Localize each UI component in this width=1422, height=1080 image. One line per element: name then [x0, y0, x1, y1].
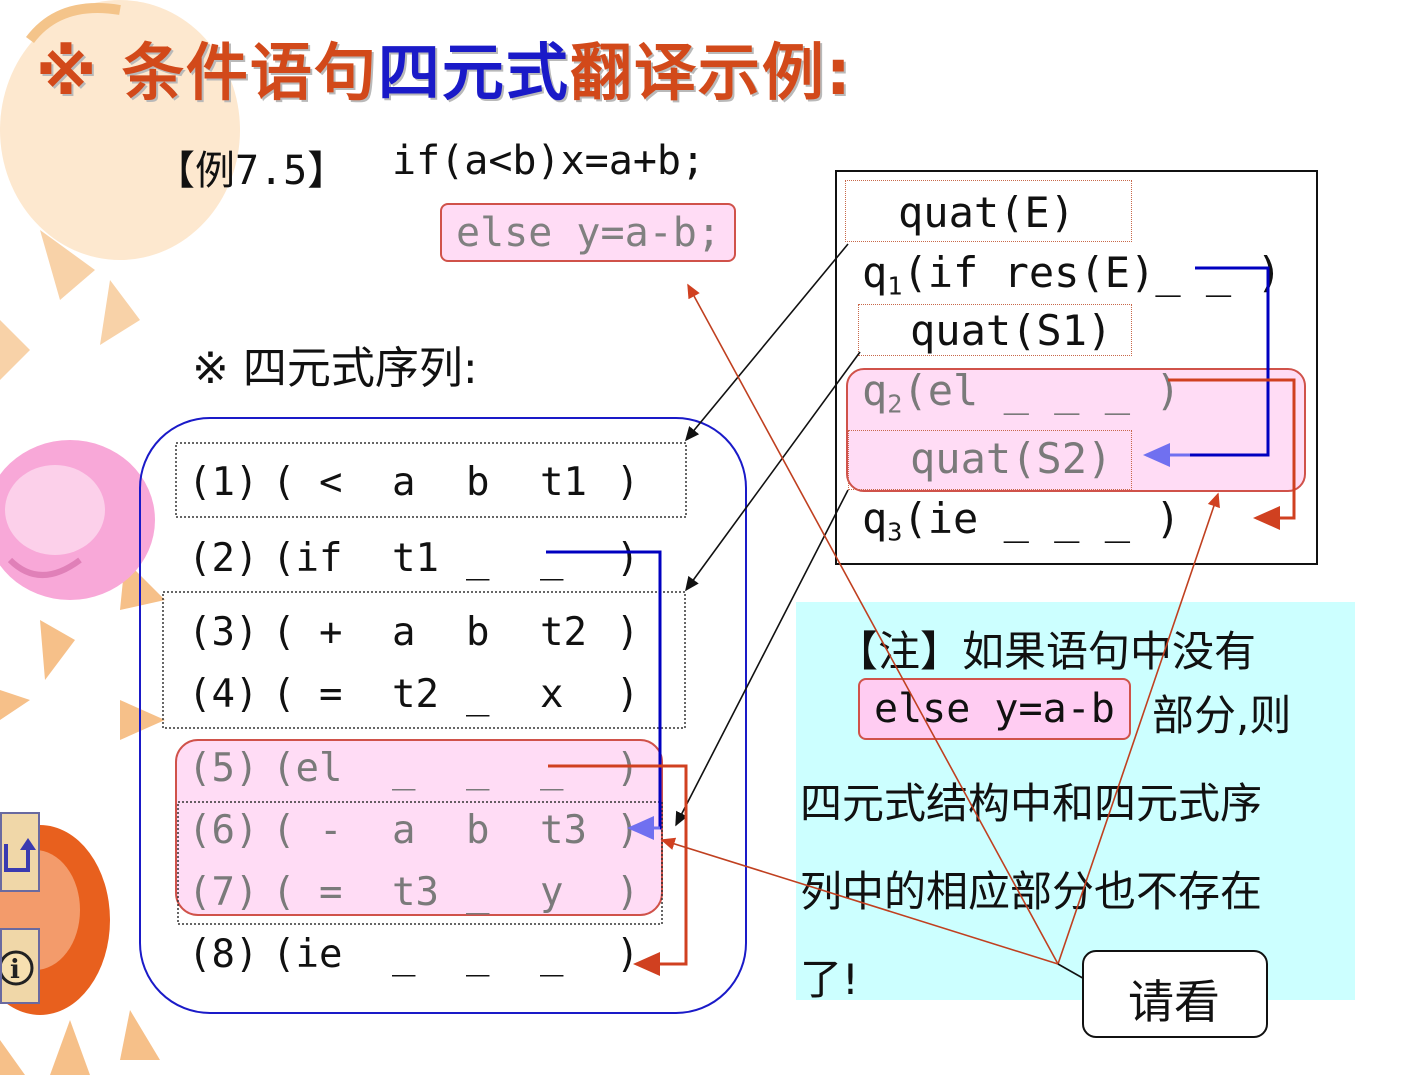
quad-arg2: _ [466, 932, 490, 977]
quad-op: (el [272, 746, 343, 791]
struct-q1: q1(if res(E)_ _ ) [862, 248, 1282, 301]
quad-arg2: _ [466, 870, 490, 915]
quad-result: _ [540, 536, 564, 581]
quad-result: y [540, 870, 564, 915]
quad-op: (if [272, 536, 343, 581]
quad-arg2: _ [466, 672, 490, 717]
quad-close: ) [616, 746, 640, 791]
title-highlight: 四元式 [377, 36, 570, 109]
q2-symbol: q [862, 366, 888, 415]
note-line-4: 列中的相应部分也不存在 [800, 867, 1263, 916]
quad-op: ( < [272, 460, 343, 505]
quad-result: t3 [540, 808, 587, 853]
balloon-pink [0, 440, 155, 600]
quad-close: ) [616, 932, 640, 977]
quad-result: x [540, 672, 564, 717]
quad-arg2: b [466, 808, 490, 853]
q1-symbol: q [862, 248, 888, 297]
quad-num: (4) [188, 672, 259, 717]
quad-num: (2) [188, 536, 259, 581]
quad-arg1: a [392, 460, 416, 505]
quad-arg1: t2 [392, 672, 439, 717]
example-code-else: else y=a-b; [456, 210, 721, 256]
info-icon: i [0, 950, 34, 986]
note-line-1: 【注】如果语句中没有 [836, 627, 1257, 676]
q3-fields: (ie _ _ _ ) [902, 494, 1181, 543]
quad-op: ( = [272, 672, 343, 717]
note-else-code: else y=a-b [874, 686, 1115, 732]
page-title: ※ 条件语句四元式翻译示例: [36, 22, 853, 112]
info-button[interactable]: i [0, 928, 40, 1004]
quad-arg1: a [392, 610, 416, 655]
struct-quat-s1: quat(S1) [910, 306, 1113, 355]
note-line-5: 了! [800, 955, 859, 1004]
quad-op: ( - [272, 808, 343, 853]
quad-num: (6) [188, 808, 259, 853]
quad-num: (8) [188, 932, 259, 977]
quad-op: (ie [272, 932, 343, 977]
note-line-2: 部分,则 [1152, 691, 1292, 740]
q3-subscript: 3 [887, 517, 903, 547]
struct-q2: q2(el _ _ _ ) [862, 366, 1181, 419]
note-line-3: 四元式结构中和四元式序 [800, 779, 1263, 828]
quad-num: (3) [188, 610, 259, 655]
return-button[interactable] [0, 812, 40, 892]
quad-close: ) [616, 672, 640, 717]
struct-quat-e: quat(E) [898, 188, 1076, 237]
quad-arg1: a [392, 808, 416, 853]
quad-arg1: _ [392, 746, 416, 791]
quad-num: (5) [188, 746, 259, 791]
quad-num: (1) [188, 460, 259, 505]
q3-symbol: q [862, 494, 888, 543]
see-callout-label: 请看 [1128, 975, 1220, 1029]
quad-arg2: _ [466, 746, 490, 791]
balloon-top [0, 0, 240, 380]
quad-result: _ [540, 932, 564, 977]
q1-fields: (if res(E)_ _ ) [902, 248, 1282, 297]
quad-num: (7) [188, 870, 259, 915]
quad-arg1: _ [392, 932, 416, 977]
quad-arg2: b [466, 460, 490, 505]
struct-q3: q3(ie _ _ _ ) [862, 494, 1181, 547]
title-suffix: 翻译示例: [569, 36, 853, 109]
svg-text:i: i [10, 955, 20, 985]
example-label: 【例7.5】 [155, 148, 348, 194]
quad-arg1: t1 [392, 536, 439, 581]
sun-rays [0, 560, 165, 1075]
quad-result: t1 [540, 460, 587, 505]
q2-fields: (el _ _ _ ) [902, 366, 1181, 415]
quad-result: t2 [540, 610, 587, 655]
quad-arg2: b [466, 610, 490, 655]
return-icon [4, 838, 36, 872]
quad-arg1: t3 [392, 870, 439, 915]
quad-close: ) [616, 808, 640, 853]
quad-close: ) [616, 460, 640, 505]
quad-result: _ [540, 746, 564, 791]
struct-quat-s2: quat(S2) [910, 434, 1113, 483]
quad-op: ( = [272, 870, 343, 915]
see-callout[interactable] [1082, 950, 1268, 1038]
quad-close: ) [616, 610, 640, 655]
quad-close: ) [616, 870, 640, 915]
quad-arg2: _ [466, 536, 490, 581]
q2-subscript: 2 [887, 389, 903, 419]
quad-op: ( + [272, 610, 343, 655]
example-code-if: if(a<b)x=a+b; [392, 138, 706, 184]
quad-close: ) [616, 536, 640, 581]
sequence-heading: ※ 四元式序列: [192, 343, 478, 394]
title-prefix: ※ 条件语句 [36, 36, 378, 109]
q1-subscript: 1 [887, 271, 903, 301]
quat-e-box [845, 180, 1132, 242]
